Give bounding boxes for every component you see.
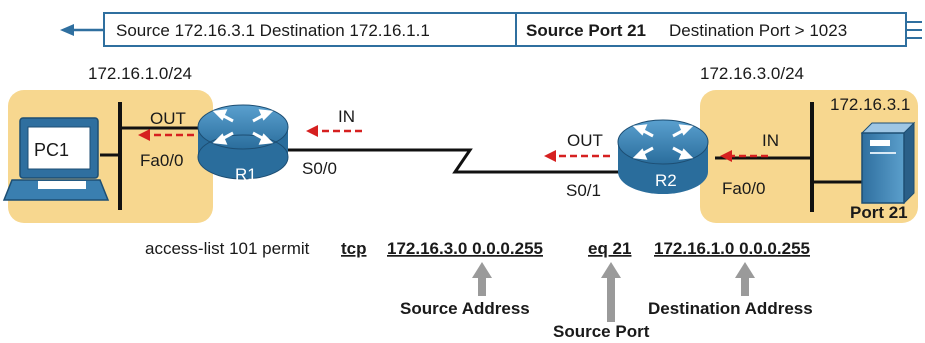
header-left-arrowhead [60,24,74,36]
r2-label: R2 [655,171,677,190]
source-address-arrow [472,262,492,296]
left-out-arrow [138,129,194,141]
right-in-arrow [720,150,768,162]
header-dest-port: Destination Port > 1023 [669,21,847,40]
acl-source: 172.16.3.0 0.0.0.255 [387,239,543,258]
serial-wan-link [275,148,650,174]
right-out-arrow [544,150,610,162]
header-source-port: Source Port 21 [526,21,646,40]
right-in-label: IN [762,131,779,150]
r2-s01-label: S0/1 [566,181,601,200]
header-port-box [515,12,907,47]
r1-label: R1 [235,165,257,184]
left-subnet-label: 172.16.1.0/24 [88,64,192,83]
left-out-label: OUT [150,109,186,128]
acl-destination: 172.16.1.0 0.0.0.255 [654,239,810,258]
acl-protocol: tcp [341,239,367,258]
packet-header: Source 172.16.3.1 Destination 172.16.1.1… [60,12,922,47]
server-port-label: Port 21 [850,203,908,222]
source-port-callout: Source Port [553,322,650,341]
header-ip-text: Source 172.16.3.1 Destination 172.16.1.1 [116,21,430,40]
r2-fa00-label: Fa0/0 [722,179,765,198]
right-out-label: OUT [567,131,603,150]
source-port-arrow [601,262,621,322]
destination-address-callout: Destination Address [648,299,813,318]
acl-prefix: access-list 101 permit [145,239,310,258]
destination-address-arrow [735,262,755,296]
r1-fa00-label: Fa0/0 [140,151,183,170]
server-icon [860,121,916,205]
r1-router-icon [197,104,289,180]
acl-command: access-list 101 permit tcp 172.16.3.0 0.… [145,239,810,258]
header-stack-marks [906,21,922,39]
pc1-icon [2,117,110,201]
left-in-arrow [306,125,362,137]
r1-s00-label: S0/0 [302,159,337,178]
pc1-label: PC1 [34,140,69,160]
right-subnet-label: 172.16.3.0/24 [700,64,804,83]
server-ip-label: 172.16.3.1 [830,95,910,114]
acl-port-match: eq 21 [588,239,631,258]
r2-router-icon [617,119,709,194]
source-address-callout: Source Address [400,299,530,318]
left-in-label: IN [338,107,355,126]
